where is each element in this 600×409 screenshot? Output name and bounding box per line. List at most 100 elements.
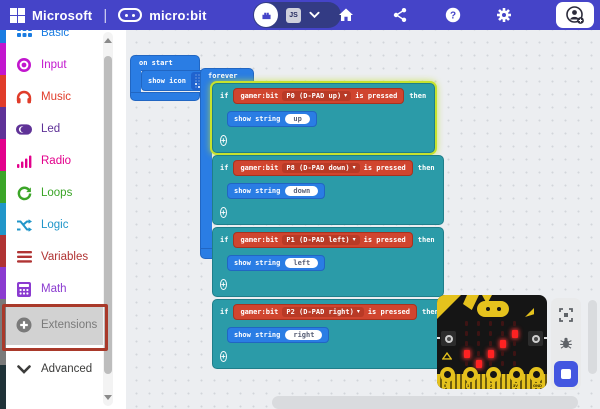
pin-dropdown[interactable]: P2 (D-PAD right) ▾ — [282, 307, 364, 317]
if-then-block-4[interactable]: if gamer:bit P2 (D-PAD right) ▾ is press… — [212, 299, 448, 369]
sidebar-label-advanced: Advanced — [41, 363, 93, 375]
led-off — [465, 321, 468, 326]
scroll-up-arrow-icon[interactable] — [104, 38, 112, 43]
home-icon[interactable] — [338, 7, 354, 23]
microsoft-logo-icon — [10, 7, 25, 23]
blocks-workspace[interactable]: on start show icon ▾ forever if gamer:bi… — [126, 30, 600, 409]
led-off — [465, 331, 468, 336]
led-off — [501, 321, 504, 326]
led-off — [197, 73, 200, 76]
show-string-block[interactable]: show string up — [227, 111, 317, 127]
mode-dropdown-chevron-icon[interactable] — [309, 11, 320, 19]
pin-value: P2 (D-PAD right) — [286, 308, 354, 316]
dropdown-caret-icon: ▾ — [352, 237, 356, 243]
add-else-icon[interactable]: + — [220, 279, 227, 290]
calculator-icon — [16, 281, 32, 297]
string-value[interactable]: left — [285, 258, 319, 268]
sidebar-item-input[interactable]: Input — [6, 49, 126, 81]
led-off — [489, 361, 492, 366]
sidebar-label-music: Music — [41, 91, 72, 103]
show-string-block[interactable]: show string right — [227, 327, 330, 343]
sidebar-item-music[interactable]: Music — [6, 81, 126, 113]
gamerbit-pressed-condition[interactable]: gamer:bit P8 (D-PAD down) ▾ is pressed — [233, 160, 413, 176]
blocks-brick-icon — [261, 12, 271, 19]
button-b[interactable] — [528, 331, 543, 346]
string-value[interactable]: down — [285, 186, 319, 196]
js-mode-button[interactable]: JS — [286, 7, 301, 23]
microbit-logo-icon — [118, 8, 143, 22]
led-off — [194, 73, 197, 76]
grid-icon — [16, 30, 32, 41]
pin-GND[interactable] — [529, 367, 544, 382]
condition-prefix: gamer:bit — [240, 308, 279, 316]
blocks-mode-button[interactable] — [254, 3, 278, 27]
sidebar-scrollbar-thumb[interactable] — [104, 56, 112, 374]
led-off — [197, 76, 200, 79]
button-a[interactable] — [441, 331, 456, 346]
settings-gear-icon[interactable] — [496, 7, 512, 23]
strip-input — [0, 43, 6, 75]
condition-prefix: gamer:bit — [240, 164, 279, 172]
gamerbit-pressed-condition[interactable]: gamer:bit P2 (D-PAD right) ▾ is pressed — [233, 304, 417, 320]
stop-button[interactable] — [554, 361, 578, 387]
dropdown-caret-icon: ▾ — [356, 309, 360, 315]
show-string-label: show string — [234, 115, 281, 123]
help-icon[interactable]: ? — [445, 7, 461, 23]
pin-label-3V: 3V — [512, 383, 519, 388]
pin-3V[interactable] — [509, 367, 524, 382]
sidebar-item-led[interactable]: Led — [6, 113, 126, 145]
share-icon[interactable] — [392, 7, 408, 23]
ring-icon — [16, 57, 32, 73]
condition-suffix: is pressed — [355, 92, 398, 100]
gamerbit-pressed-condition[interactable]: gamer:bit P0 (D-PAD up) ▾ is pressed — [233, 88, 405, 104]
strip-music — [0, 75, 6, 107]
sidebar-scrollbar[interactable] — [103, 32, 113, 406]
debug-bug-icon[interactable] — [559, 336, 573, 350]
pin-label-2: 2 — [489, 383, 494, 388]
vertical-scrollbar[interactable] — [588, 300, 597, 374]
sidebar-item-extensions[interactable]: Extensions — [6, 305, 112, 345]
led-off — [501, 351, 504, 356]
show-string-block[interactable]: show string left — [227, 255, 326, 271]
sidebar-item-loops[interactable]: Loops — [6, 177, 126, 209]
microbit-face-logo-icon[interactable] — [477, 301, 509, 317]
sidebar-label-variables: Variables — [41, 251, 89, 263]
condition-prefix: gamer:bit — [240, 92, 279, 100]
sidebar-item-radio[interactable]: Radio — [6, 145, 126, 177]
brand-divider: | — [103, 6, 108, 24]
if-then-block-3[interactable]: if gamer:bit P1 (D-PAD left) ▾ is presse… — [212, 227, 444, 297]
sidebar-label-math: Math — [41, 283, 67, 295]
pin-1[interactable] — [463, 367, 478, 382]
sidebar-item-variables[interactable]: Variables — [6, 241, 126, 273]
sidebar-item-logic[interactable]: Logic — [6, 209, 126, 241]
sidebar-item-math[interactable]: Math — [6, 273, 126, 305]
brand-area: Microsoft | micro:bit — [0, 7, 207, 24]
sidebar-label-basic: Basic — [41, 30, 70, 39]
pin-dropdown[interactable]: P0 (D-PAD up) ▾ — [282, 91, 352, 101]
add-else-icon[interactable]: + — [220, 351, 227, 362]
pin-value: P1 (D-PAD left) — [286, 236, 350, 244]
string-value[interactable]: up — [285, 114, 310, 124]
led-on — [511, 329, 518, 338]
dropdown-caret-icon: ▾ — [352, 165, 356, 171]
horizontal-scrollbar[interactable] — [272, 396, 578, 409]
sidebar-item-basic[interactable]: Basic — [6, 30, 126, 49]
pin-dropdown[interactable]: P8 (D-PAD down) ▾ — [282, 163, 360, 173]
pin-0[interactable] — [440, 367, 455, 382]
add-else-icon[interactable]: + — [220, 135, 227, 146]
if-then-block-1[interactable]: if gamer:bit P0 (D-PAD up) ▾ is pressed … — [212, 83, 436, 153]
pin-dropdown[interactable]: P1 (D-PAD left) ▾ — [282, 235, 360, 245]
add-else-icon[interactable]: + — [220, 207, 227, 218]
if-then-block-2[interactable]: if gamer:bit P8 (D-PAD down) ▾ is presse… — [212, 155, 444, 225]
sign-in-avatar-button[interactable] — [556, 2, 594, 28]
show-string-block[interactable]: show string down — [227, 183, 326, 199]
sidebar-item-advanced[interactable]: Advanced — [6, 353, 126, 385]
string-value[interactable]: right — [285, 330, 323, 340]
scroll-down-arrow-icon[interactable] — [104, 395, 112, 400]
editor-mode-toggle[interactable]: JS — [253, 2, 341, 28]
pin-2[interactable] — [486, 367, 501, 382]
led-off — [513, 341, 516, 346]
fullscreen-icon[interactable] — [559, 308, 573, 322]
gamerbit-pressed-condition[interactable]: gamer:bit P1 (D-PAD left) ▾ is pressed — [233, 232, 413, 248]
strip-radio — [0, 139, 6, 171]
